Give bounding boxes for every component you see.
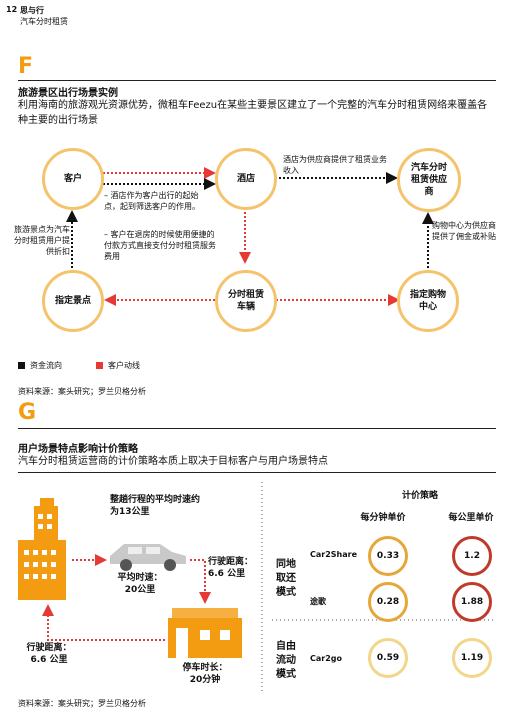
section-f-rule xyxy=(18,80,496,81)
operator-tuge: 途歌 xyxy=(310,597,326,606)
pricing-title: 计价策略 xyxy=(401,491,438,501)
price-tuge-minute: 0.28 xyxy=(368,582,408,622)
operator-car2go: Car2go xyxy=(310,654,343,663)
note-mall: 购物中心为供应商提供了佣金或补贴 xyxy=(432,221,496,241)
section-g-heading: 用户场景特点影响计价策略 xyxy=(18,444,138,455)
price-car2go-km: 1.19 xyxy=(452,638,492,678)
node-mall: 指定购物中心 xyxy=(397,270,459,332)
legend-money-label: 资金流向 xyxy=(30,361,62,370)
header-title: 思与行 xyxy=(20,6,44,15)
col-per-minute: 每分钟单价 xyxy=(360,513,406,523)
col-per-km: 每公里单价 xyxy=(448,513,494,523)
node-supplier: 汽车分时租赁供应商 xyxy=(397,148,461,212)
price-car2share-minute: 0.33 xyxy=(368,536,408,576)
price-tuge-km: 1.88 xyxy=(452,582,492,622)
operator-car2share: Car2Share xyxy=(310,550,358,559)
node-customer: 客户 xyxy=(42,148,104,210)
section-f-heading: 旅游景区出行场景实例 xyxy=(18,88,118,99)
section-g-subheading: 汽车分时租赁运营商的计价策略本质上取决于目标客户与用户场景特点 xyxy=(18,456,328,467)
legend-customer-swatch xyxy=(96,362,103,369)
building-icon xyxy=(18,498,66,600)
node-car: 分时租赁车辆 xyxy=(215,270,277,332)
legend-customer-label: 客户动线 xyxy=(108,361,140,370)
note-scenic: 旅游景点为汽车分时租赁用户提供折扣 xyxy=(14,225,70,256)
parking-lot-icon xyxy=(168,608,242,658)
section-f-source: 资料来源：案头研究；罗兰贝格分析 xyxy=(18,387,146,396)
note-hotel-role-1: – 酒店作为客户出行的起始点，起到筛选客户的作用。 xyxy=(104,191,200,211)
note-hotel-income: 酒店为供应商提供了租赁业务收入 xyxy=(283,155,387,175)
legend-money-swatch xyxy=(18,362,25,369)
price-car2share-km: 1.2 xyxy=(452,536,492,576)
group-same-location: 同地取还模式 xyxy=(276,559,296,598)
node-hotel: 酒店 xyxy=(215,148,277,210)
arrow-parking-building xyxy=(42,604,165,641)
section-g-rule xyxy=(18,428,496,429)
note-hotel-role-2: – 客户在退房的时候使用便捷的付款方式直接支付分时租赁服务费用 xyxy=(104,230,216,261)
section-g-rule-2 xyxy=(18,472,496,473)
avg-speed-title: 整趟行程的平均时速约为13公里 xyxy=(110,495,201,517)
section-f-subheading: 利用海南的旅游观光资源优势，微租车Feezu在某些主要景区建立了一个完整的汽车分… xyxy=(18,100,488,126)
header-subtitle: 汽车分时租赁 xyxy=(20,17,68,26)
page-number: 12 xyxy=(6,5,18,14)
parking-time-label: 停车时长： 20分钟 xyxy=(182,663,228,685)
section-g-letter: G xyxy=(18,400,37,425)
arrow-car-parking xyxy=(190,559,211,604)
car-icon xyxy=(110,544,186,571)
drive-distance-left: 行驶距离： 6.6 公里 xyxy=(26,643,72,665)
drive-distance-right: 行驶距离： 6.6 公里 xyxy=(208,557,254,579)
group-free-floating: 自由流动模式 xyxy=(276,641,296,680)
section-g-source: 资料来源：案头研究；罗兰贝格分析 xyxy=(18,699,146,708)
node-scenic: 指定景点 xyxy=(42,270,104,332)
section-f-letter: F xyxy=(18,54,34,79)
avg-speed-label: 平均时速： 20公里 xyxy=(117,573,163,595)
price-car2go-minute: 0.59 xyxy=(368,638,408,678)
